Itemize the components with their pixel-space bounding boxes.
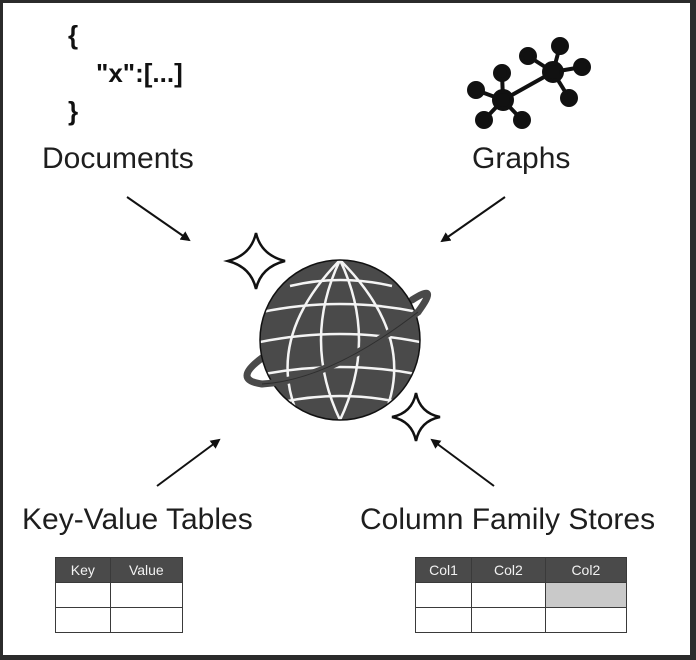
table-header-cell: Col2: [471, 557, 546, 583]
table-cell: [55, 582, 111, 608]
table-header-row: Col1 Col2 Col2: [414, 557, 628, 583]
table-header-cell: Key: [55, 557, 111, 583]
label-column-family-stores: Column Family Stores: [360, 503, 656, 536]
table-row: [55, 582, 184, 608]
label-key-value-tables: Key-Value Tables: [22, 503, 253, 536]
column-family-table: Col1 Col2 Col2: [414, 557, 628, 633]
json-close-brace: }: [68, 96, 79, 126]
json-content: "x":[...]: [96, 58, 183, 88]
table-cell: [471, 607, 546, 633]
table-cell: [55, 607, 111, 633]
table-cell: [414, 607, 473, 633]
table-row: [414, 607, 628, 633]
graph-network-icon: [467, 37, 591, 129]
table-cell: [414, 582, 473, 608]
table-row: [55, 607, 184, 633]
arrow-documents: [126, 196, 191, 242]
table-cell: [544, 607, 628, 633]
globe-icon: [243, 259, 431, 421]
arrow-key-value: [156, 438, 221, 487]
table-header-cell: Value: [109, 557, 184, 583]
arrow-column-family: [430, 438, 495, 487]
label-graphs: Graphs: [472, 142, 571, 175]
arrow-graphs: [440, 196, 506, 243]
sparkle-icon-small: [391, 392, 441, 442]
table-header-cell: Col1: [414, 557, 473, 583]
table-header-row: Key Value: [55, 557, 184, 583]
sparkle-icon: [223, 232, 286, 290]
table-cell: [109, 582, 184, 608]
table-cell: [471, 582, 546, 608]
table-row: [414, 582, 628, 608]
key-value-table: Key Value: [55, 557, 184, 633]
label-documents: Documents: [42, 142, 194, 175]
table-cell-shaded: [544, 582, 628, 608]
table-cell: [109, 607, 184, 633]
json-open-brace: {: [68, 20, 79, 50]
table-header-cell: Col2: [544, 557, 628, 583]
